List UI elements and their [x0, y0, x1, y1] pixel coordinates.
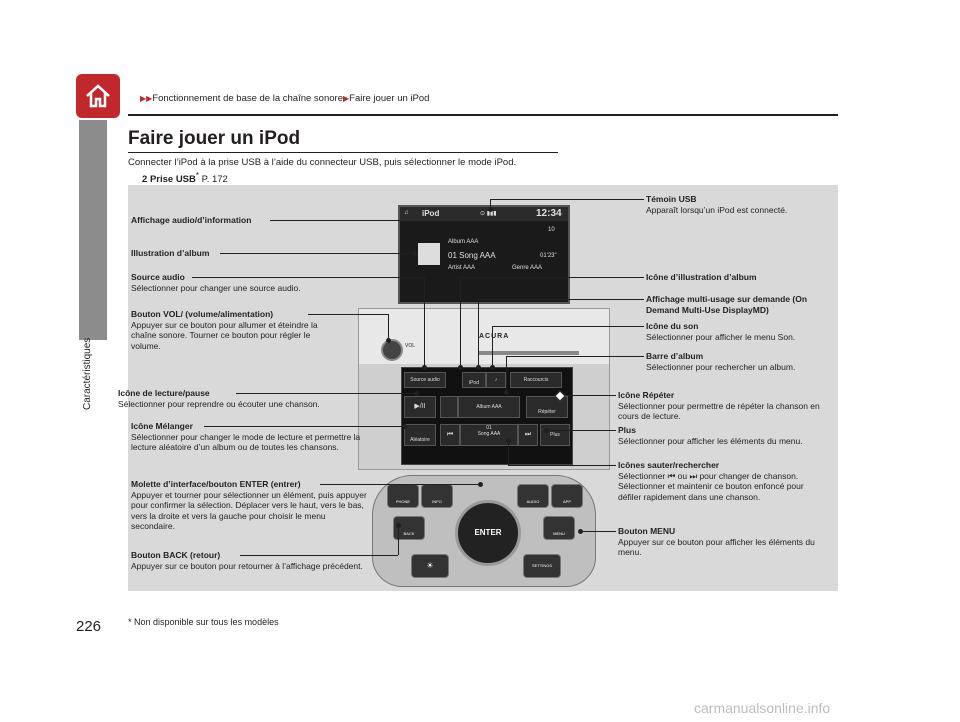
- music-note-icon: ♫: [404, 210, 409, 216]
- repeat-icon[interactable]: Répéter: [526, 396, 568, 418]
- song-label: Song AAA: [477, 431, 501, 437]
- phone-button[interactable]: PHONE: [387, 484, 419, 508]
- screen-track: 10: [548, 227, 555, 233]
- now-playing: 01 Song AAA: [460, 424, 518, 446]
- callout-enter-dial: Molette d’interface/bouton ENTER (entrer…: [131, 479, 367, 531]
- screen-song: 01 Song AAA: [448, 251, 496, 260]
- header-rule: [128, 114, 838, 116]
- cross-reference[interactable]: 2 Prise USB* P. 172: [142, 171, 228, 185]
- screen-genre: Genre AAA: [512, 265, 543, 271]
- section-label: Caractéristiques: [82, 337, 93, 410]
- title-rule: [128, 152, 558, 153]
- app-button[interactable]: APP: [551, 484, 583, 508]
- home-icon[interactable]: [76, 74, 120, 118]
- callout-vol-button: Bouton VOL/ (volume/alimentation) Appuye…: [131, 309, 318, 351]
- skip-back-icon[interactable]: ⏮: [440, 424, 460, 446]
- callout-album-art-icon: Icône d’illustration d’album: [646, 272, 757, 282]
- play-pause-icon[interactable]: ▶/II: [404, 396, 436, 418]
- ipod-button[interactable]: iPod: [462, 372, 486, 388]
- audio-button[interactable]: AUDIO: [517, 484, 549, 508]
- screen-source: iPod: [422, 209, 440, 218]
- screen-time: 12:34: [536, 208, 562, 219]
- footnote: * Non disponible sur tous les modèles: [128, 617, 279, 627]
- sound-icon[interactable]: ♪: [486, 372, 506, 388]
- intro-text: Connecter l’iPod à la prise USB à l’aide…: [128, 157, 517, 168]
- breadcrumb-item[interactable]: Fonctionnement de base de la chaîne sono…: [152, 93, 343, 104]
- screen-artist: Artist AAA: [448, 265, 476, 271]
- source-audio-button[interactable]: Source audio: [404, 372, 446, 388]
- vol-label: VOL: [405, 343, 416, 349]
- control-panel: PHONE INFO AUDIO APP BACK MENU ENTER ☀ S…: [372, 475, 596, 587]
- callout-album-bar: Barre d’album Sélectionner pour recherch…: [646, 351, 796, 372]
- callout-skip-search: Icônes sauter/rechercher Sélectionner ⏮ …: [618, 460, 804, 502]
- callout-odmd: Affichage multi-usage sur demande (On De…: [646, 294, 808, 315]
- xref-star: *: [195, 171, 199, 180]
- callout-repeat: Icône Répéter Sélectionner pour permettr…: [618, 390, 820, 421]
- touch-screen: Source audio iPod ♪ Raccourcis ▶/II Albu…: [401, 367, 573, 465]
- screen-album: Album AAA: [448, 239, 479, 245]
- shortcuts-button[interactable]: Raccourcis: [510, 372, 562, 388]
- menu-button[interactable]: MENU: [543, 516, 575, 540]
- xref-page: P. 172: [201, 174, 228, 186]
- audio-info-screen: ♫ iPod ⊙ ▮▮▮ 12:34 10 Album AAA 01 Song …: [398, 205, 570, 304]
- callout-menu-button: Bouton MENU Appuyer sur ce bouton pour a…: [618, 526, 815, 557]
- settings-button[interactable]: SETTINGS: [523, 554, 561, 578]
- album-art: [418, 243, 440, 265]
- brand-logo: ACURA: [479, 333, 510, 340]
- callout-source-audio: Source audio Sélectionner pour changer u…: [131, 272, 301, 293]
- callout-album-illustration: Illustration d’album: [131, 248, 210, 258]
- brightness-icon[interactable]: ☀: [411, 554, 449, 578]
- xref-arrow-icon: 2: [142, 174, 148, 186]
- album-art-icon[interactable]: [440, 396, 458, 418]
- section-tab: [79, 120, 107, 340]
- callout-play-pause: Icône de lecture/pause Sélectionner pour…: [118, 388, 320, 409]
- shuffle-icon[interactable]: Aléatoire: [404, 424, 436, 446]
- page-number: 226: [76, 618, 102, 635]
- watermark: carmanualsonline.info: [694, 700, 831, 716]
- screen-elapsed: 01'23": [540, 253, 557, 259]
- vol-knob[interactable]: [381, 339, 403, 361]
- info-button[interactable]: INFO: [421, 484, 453, 508]
- usb-indicator-icon: ⊙ ▮▮▮: [480, 211, 497, 217]
- breadcrumb-arrow-icon: ▶▶: [140, 94, 153, 103]
- callout-sound-icon: Icône du son Sélectionner pour afficher …: [646, 321, 796, 342]
- xref-label: Prise USB: [149, 174, 196, 186]
- callout-audio-display: Affichage audio/d’information: [131, 215, 252, 225]
- callout-plus: Plus Sélectionner pour afficher les élém…: [618, 425, 803, 446]
- album-bar[interactable]: Album AAA: [458, 396, 520, 418]
- disc-slot: [479, 351, 579, 355]
- breadcrumb-item[interactable]: Faire jouer un iPod: [349, 93, 430, 104]
- callout-back-button: Bouton BACK (retour) Appuyer sur ce bout…: [131, 550, 363, 571]
- callout-usb-indicator: Témoin USB Apparaît lorsqu’un iPod est c…: [646, 194, 788, 215]
- breadcrumb-arrow-icon: ▶: [342, 94, 350, 103]
- head-unit: VOL ACURA Source audio iPod ♪ Raccourcis…: [358, 308, 610, 470]
- track-number: 01: [486, 425, 492, 431]
- skip-forward-icon[interactable]: ⏭: [518, 424, 538, 446]
- breadcrumb: ▶▶Fonctionnement de base de la chaîne so…: [140, 93, 429, 104]
- enter-dial[interactable]: ENTER: [455, 500, 521, 566]
- callout-shuffle: Icône Mélanger Sélectionner pour changer…: [131, 421, 361, 452]
- page-title: Faire jouer un iPod: [128, 128, 301, 149]
